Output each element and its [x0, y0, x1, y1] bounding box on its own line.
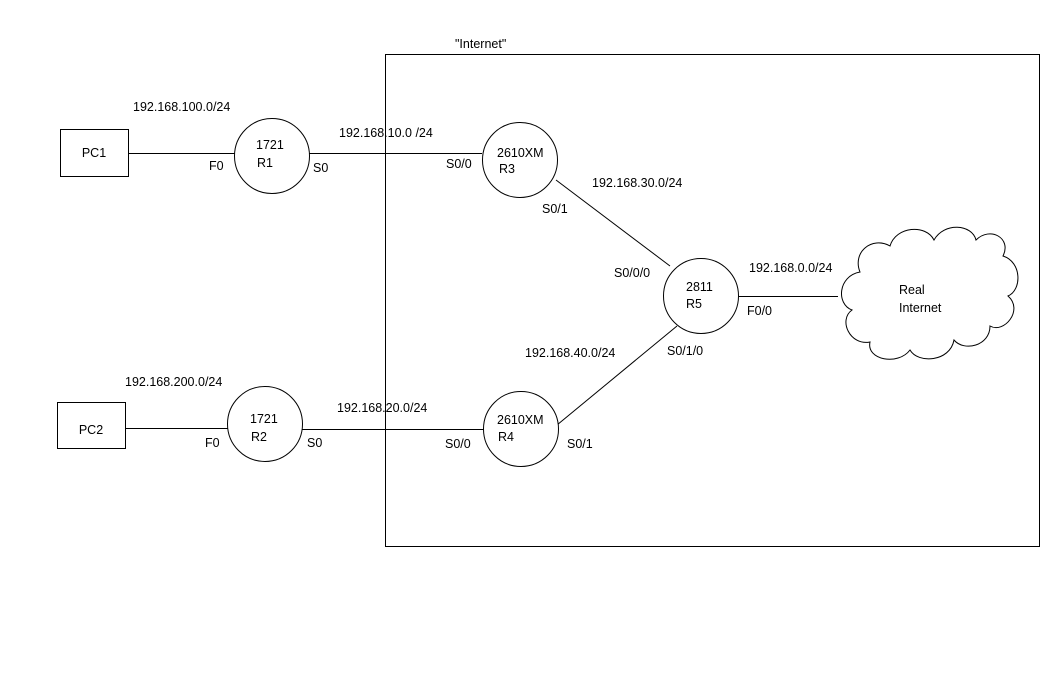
internet-region-box — [385, 54, 1040, 547]
real-internet-cloud: Real Internet — [841, 226, 1019, 360]
network-pc1-r1-label: 192.168.100.0/24 — [133, 100, 230, 114]
router-r5-model: 2811 — [686, 280, 713, 294]
interface-r3-s01: S0/1 — [542, 202, 568, 216]
router-r1-name: R1 — [257, 156, 273, 170]
pc2-node: PC2 — [57, 402, 126, 449]
cloud-label-line2: Internet — [899, 301, 942, 315]
router-r4-model: 2610XM — [497, 413, 544, 427]
router-r1-circle — [234, 118, 310, 194]
pc1-box — [60, 129, 129, 177]
interface-r4-s00: S0/0 — [445, 437, 471, 451]
router-r1-model: 1721 — [256, 138, 284, 152]
router-r5-name: R5 — [686, 297, 702, 311]
interface-r2-f0: F0 — [205, 436, 220, 450]
router-r3-circle — [482, 122, 558, 198]
router-r4: 2610XM R4 — [483, 391, 559, 467]
network-r5-cloud-label: 192.168.0.0/24 — [749, 261, 832, 275]
router-r4-circle — [483, 391, 559, 467]
router-r5: 2811 R5 — [663, 258, 739, 334]
interface-r1-s0: S0 — [313, 161, 328, 175]
cloud-icon — [841, 226, 1019, 360]
router-r4-name: R4 — [498, 430, 514, 444]
internet-region-label: "Internet" — [455, 37, 506, 51]
router-r3: 2610XM R3 — [482, 122, 558, 198]
cloud-label-line1: Real — [899, 283, 925, 297]
router-r3-model: 2610XM — [497, 146, 544, 160]
interface-r5-f00: F0/0 — [747, 304, 772, 318]
network-pc2-r2-label: 192.168.200.0/24 — [125, 375, 222, 389]
link-r4-r5 — [556, 325, 678, 426]
router-r2-model: 1721 — [250, 412, 278, 426]
router-r5-circle — [663, 258, 739, 334]
link-r3-r5 — [555, 179, 671, 267]
interface-r1-f0: F0 — [209, 159, 224, 173]
pc2-box — [57, 402, 126, 449]
pc1-label: PC1 — [82, 146, 106, 160]
pc2-label: PC2 — [79, 423, 103, 437]
network-r4-r5-label: 192.168.40.0/24 — [525, 346, 615, 360]
router-r3-name: R3 — [499, 162, 515, 176]
interface-r2-s0: S0 — [307, 436, 322, 450]
network-r2-r4-label: 192.168.20.0/24 — [337, 401, 427, 415]
router-r1: 1721 R1 — [234, 118, 310, 194]
router-r2: 1721 R2 — [227, 386, 303, 462]
router-r2-name: R2 — [251, 430, 267, 444]
interface-r3-s00: S0/0 — [446, 157, 472, 171]
router-r2-circle — [227, 386, 303, 462]
interface-r4-s01: S0/1 — [567, 437, 593, 451]
pc1-node: PC1 — [60, 129, 129, 177]
interface-r5-s000: S0/0/0 — [614, 266, 650, 280]
network-r3-r5-label: 192.168.30.0/24 — [592, 176, 682, 190]
network-r1-r3-label: 192.168.10.0 /24 — [339, 126, 433, 140]
interface-r5-s010: S0/1/0 — [667, 344, 703, 358]
